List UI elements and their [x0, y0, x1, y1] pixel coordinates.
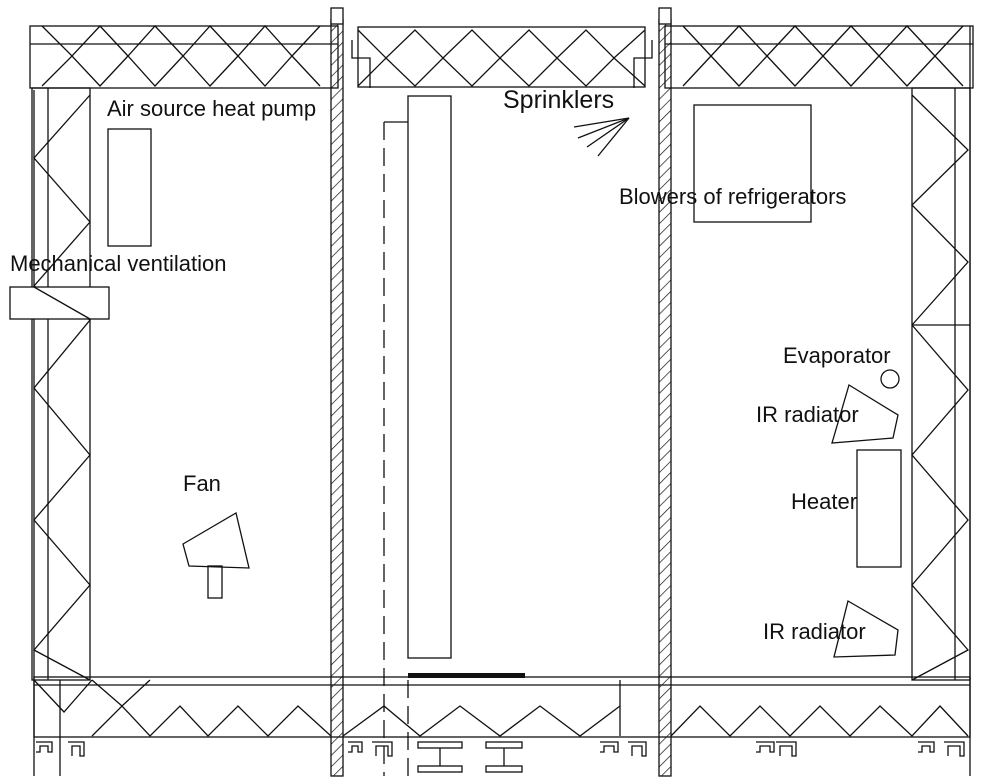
label-air-source-heat-pump: Air source heat pump — [107, 96, 316, 121]
roof-panel-right — [664, 25, 974, 89]
label-heater: Heater — [791, 489, 857, 514]
label-ir-radiator-lower: IR radiator — [763, 619, 866, 644]
label-evaporator: Evaporator — [783, 343, 891, 368]
floor-panel — [33, 676, 971, 738]
mechanical-ventilation-duct-line — [33, 286, 91, 320]
sprinkler-icon — [573, 117, 630, 157]
label-fan: Fan — [183, 471, 221, 496]
refrigerator-blower-unit — [693, 104, 812, 223]
label-mechanical-ventilation: Mechanical ventilation — [10, 251, 226, 276]
center-door-panel — [383, 95, 525, 776]
air-source-heat-pump-unit — [107, 128, 152, 247]
fan-icon — [182, 511, 250, 599]
label-blowers-of-refrigerators: Blowers of refrigerators — [619, 184, 846, 209]
label-sprinklers: Sprinklers — [503, 86, 614, 114]
ir-radiator-upper-icon — [831, 384, 899, 444]
ir-radiator-lower-icon — [833, 600, 899, 658]
floor-beams — [36, 741, 965, 773]
evaporator-icon — [880, 369, 900, 389]
label-ir-radiator-upper: IR radiator — [756, 402, 859, 427]
right-wall-panel — [911, 26, 971, 776]
left-wall-panel — [31, 87, 91, 776]
mechanical-ventilation-duct — [9, 286, 110, 320]
partition-right — [658, 7, 672, 777]
heater-unit — [856, 449, 902, 568]
roof-panel-left — [29, 25, 339, 89]
roof-panel-center — [351, 26, 653, 88]
partition-left — [330, 7, 344, 777]
